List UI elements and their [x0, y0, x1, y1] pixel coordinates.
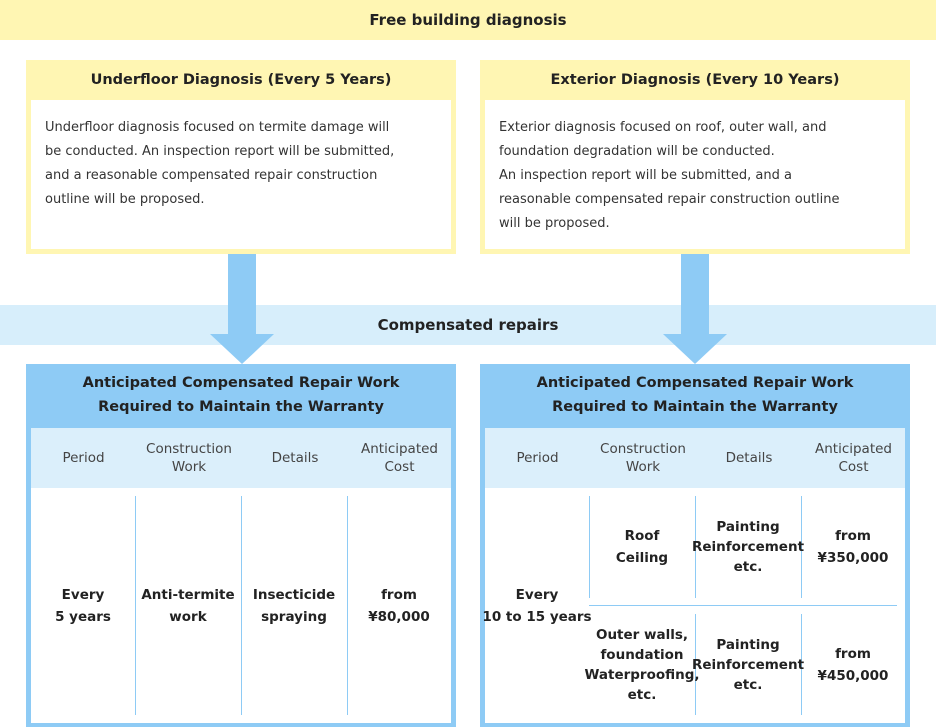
work-line: foundation	[600, 646, 684, 663]
work-cell: Anti-termite work	[135, 488, 241, 723]
arrow-down-icon	[681, 254, 709, 336]
underfloor-title: Underfloor Diagnosis (Every 5 Years)	[90, 72, 392, 88]
right-repair-table: Anticipated Compensated Repair Work Requ…	[480, 364, 910, 727]
right-table-title: Anticipated Compensated Repair Work Requ…	[480, 364, 910, 426]
period-line: 10 to 15 years	[482, 608, 592, 625]
details-line: etc.	[733, 676, 763, 693]
work-line: work	[169, 608, 207, 625]
header-period: Period	[62, 450, 105, 466]
cost-line: ¥80,000	[368, 608, 430, 625]
exterior-description: Exterior diagnosis focused on roof, oute…	[485, 100, 905, 249]
header-construction: Construction Work	[590, 428, 696, 488]
column-divider	[347, 496, 348, 715]
work-cell: Roof Ceiling	[589, 488, 695, 606]
top-banner: Free building diagnosis	[0, 0, 936, 40]
left-repair-table: Anticipated Compensated Repair Work Requ…	[26, 364, 456, 727]
header-cost: Anticipated Cost	[348, 428, 451, 488]
work-cell: Outer walls, foundation Waterproofing, e…	[584, 606, 699, 723]
left-table-body: Every 5 years Anti-termite work Insectic…	[31, 488, 451, 723]
header-details: Details	[725, 450, 773, 466]
details-line: etc.	[733, 559, 763, 575]
exterior-line: foundation degradation will be conducted…	[499, 144, 775, 159]
column-divider	[695, 614, 696, 715]
exterior-line: will be proposed.	[499, 216, 610, 231]
header-period: Period	[516, 450, 559, 466]
row-divider	[589, 605, 897, 606]
underfloor-description: Underfloor diagnosis focused on termite …	[31, 100, 451, 249]
table-title-line: Anticipated Compensated Repair Work	[82, 375, 400, 391]
left-table-header: Period Construction Work Details Anticip…	[31, 428, 451, 488]
details-line: Painting	[716, 519, 780, 535]
cost-cell: from ¥350,000	[801, 488, 905, 606]
right-table-body: Every 10 to 15 years Roof Ceiling Painti…	[482, 488, 905, 723]
underfloor-diagnosis-box: Underfloor Diagnosis (Every 5 Years) Und…	[26, 60, 456, 254]
period-line: Every	[515, 586, 559, 603]
period-cell: Every 5 years	[31, 488, 135, 723]
details-line: spraying	[261, 608, 327, 625]
details-cell: Painting Reinforcement etc.	[691, 488, 805, 606]
cost-line: from	[381, 586, 417, 603]
period-line: Every	[61, 586, 105, 603]
header-cost-line: Cost	[838, 459, 869, 475]
work-line: Roof	[624, 528, 660, 544]
header-construction-line: Work	[625, 459, 661, 475]
work-line: Anti-termite	[141, 586, 235, 603]
header-construction-line: Construction	[146, 441, 232, 457]
header-cost-line: Anticipated	[814, 441, 893, 457]
table-title-line: Anticipated Compensated Repair Work	[536, 375, 854, 391]
header-details: Details	[271, 450, 319, 466]
details-line: Insecticide	[252, 586, 336, 603]
cost-line: ¥450,000	[817, 667, 889, 684]
right-table-header: Period Construction Work Details Anticip…	[485, 428, 905, 488]
work-line: Waterproofing,	[584, 666, 700, 683]
exterior-diagnosis-box: Exterior Diagnosis (Every 10 Years) Exte…	[480, 60, 910, 254]
column-divider	[695, 496, 696, 598]
header-construction-line: Construction	[600, 441, 686, 457]
work-line: Outer walls,	[595, 626, 689, 643]
table-title-line: Required to Maintain the Warranty	[98, 399, 384, 415]
details-cell: Painting Reinforcement etc.	[691, 606, 805, 723]
left-table-title: Anticipated Compensated Repair Work Requ…	[26, 364, 456, 426]
column-divider	[801, 496, 802, 598]
header-construction: Construction Work	[136, 428, 242, 488]
exterior-line: Exterior diagnosis focused on roof, oute…	[499, 120, 827, 135]
work-line: etc.	[627, 686, 657, 703]
period-line: 5 years	[55, 608, 111, 625]
middle-banner: Compensated repairs	[0, 305, 936, 345]
arrow-down-icon	[210, 334, 274, 364]
header-cost: Anticipated Cost	[802, 428, 905, 488]
column-divider	[589, 496, 590, 598]
underfloor-line: and a reasonable compensated repair cons…	[45, 168, 378, 183]
header-construction-line: Work	[171, 459, 207, 475]
arrow-down-icon	[228, 254, 256, 336]
details-line: Painting	[716, 636, 780, 653]
underfloor-line: be conducted. An inspection report will …	[45, 144, 395, 159]
column-divider	[801, 614, 802, 715]
cost-line: from	[835, 528, 871, 544]
cost-line: ¥350,000	[817, 550, 889, 566]
details-line: Reinforcement	[691, 539, 805, 555]
column-divider	[241, 496, 242, 715]
cost-cell: from ¥80,000	[347, 488, 451, 723]
cost-line: from	[835, 645, 871, 662]
exterior-line: reasonable compensated repair constructi…	[499, 192, 840, 207]
work-line: Ceiling	[615, 550, 669, 566]
details-line: Reinforcement	[691, 656, 805, 673]
exterior-line: An inspection report will be submitted, …	[499, 168, 792, 183]
exterior-title: Exterior Diagnosis (Every 10 Years)	[550, 72, 840, 88]
underfloor-line: Underfloor diagnosis focused on termite …	[45, 120, 390, 135]
table-title-line: Required to Maintain the Warranty	[552, 399, 838, 415]
column-divider	[135, 496, 136, 715]
header-cost-line: Cost	[384, 459, 415, 475]
arrow-down-icon	[663, 334, 727, 364]
underfloor-line: outline will be proposed.	[45, 192, 205, 207]
header-cost-line: Anticipated	[360, 441, 439, 457]
details-cell: Insecticide spraying	[241, 488, 347, 723]
cost-cell: from ¥450,000	[801, 606, 905, 723]
period-cell: Every 10 to 15 years	[482, 488, 592, 723]
